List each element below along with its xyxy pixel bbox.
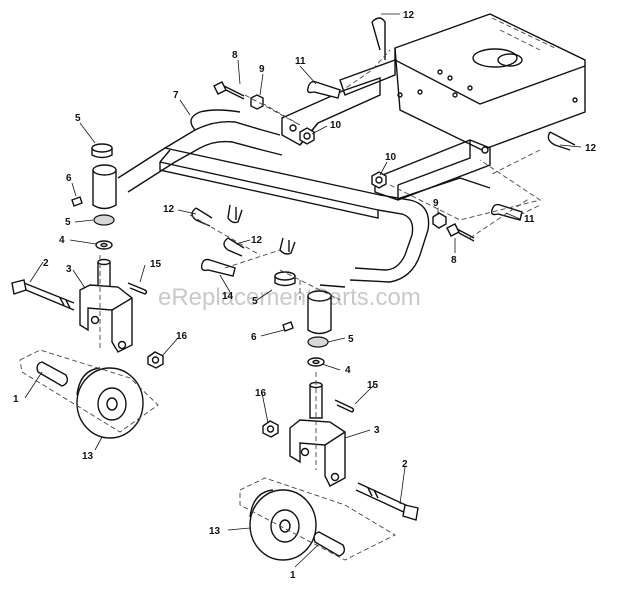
part-label-2: 2 xyxy=(43,258,49,269)
part-label-13: 13 xyxy=(209,526,221,537)
part-label-8: 8 xyxy=(451,255,457,266)
mower-frame xyxy=(339,13,586,151)
part-label-15: 15 xyxy=(150,259,162,270)
part-label-5: 5 xyxy=(75,113,81,124)
part-label-7: 7 xyxy=(173,90,179,101)
part-label-3: 3 xyxy=(374,425,380,436)
part-label-1: 1 xyxy=(13,394,19,405)
part-label-1: 1 xyxy=(290,570,296,581)
part-label-10: 10 xyxy=(385,152,397,163)
part-label-4: 4 xyxy=(345,365,351,376)
part-label-12: 12 xyxy=(585,143,597,154)
part-label-2: 2 xyxy=(402,459,408,470)
part-label-12: 12 xyxy=(163,204,175,215)
right-caster-assembly xyxy=(239,269,419,561)
part-label-9: 9 xyxy=(259,64,265,75)
left-caster-assembly xyxy=(11,143,164,439)
part-label-9: 9 xyxy=(433,198,439,209)
part-label-8: 8 xyxy=(232,50,238,61)
part-label-5: 5 xyxy=(252,296,258,307)
part-label-6: 6 xyxy=(251,332,257,343)
part-label-14: 14 xyxy=(222,291,234,302)
part-label-6: 6 xyxy=(66,173,72,184)
part-label-10: 10 xyxy=(330,120,342,131)
watermark-text: eReplacementParts.com xyxy=(158,284,421,311)
front-axle-frame xyxy=(117,109,430,288)
part-label-15: 15 xyxy=(367,380,379,391)
callout-leaders xyxy=(24,13,582,568)
part-label-4: 4 xyxy=(59,235,65,246)
part-label-5: 5 xyxy=(348,334,354,345)
part-label-12: 12 xyxy=(251,235,263,246)
right-frame-bracket xyxy=(374,139,491,201)
part-label-13: 13 xyxy=(82,451,94,462)
part-label-16: 16 xyxy=(255,388,267,399)
part-label-11: 11 xyxy=(524,214,535,225)
part-label-16: 16 xyxy=(176,331,188,342)
part-label-11: 11 xyxy=(295,56,306,67)
frame-hardware xyxy=(189,17,576,277)
part-label-3: 3 xyxy=(66,264,72,275)
part-label-12: 12 xyxy=(403,10,415,21)
part-label-5: 5 xyxy=(65,217,71,228)
part-labels: 12 8 9 11 7 5 10 12 10 6 9 12 11 5 12 4 … xyxy=(13,10,597,581)
